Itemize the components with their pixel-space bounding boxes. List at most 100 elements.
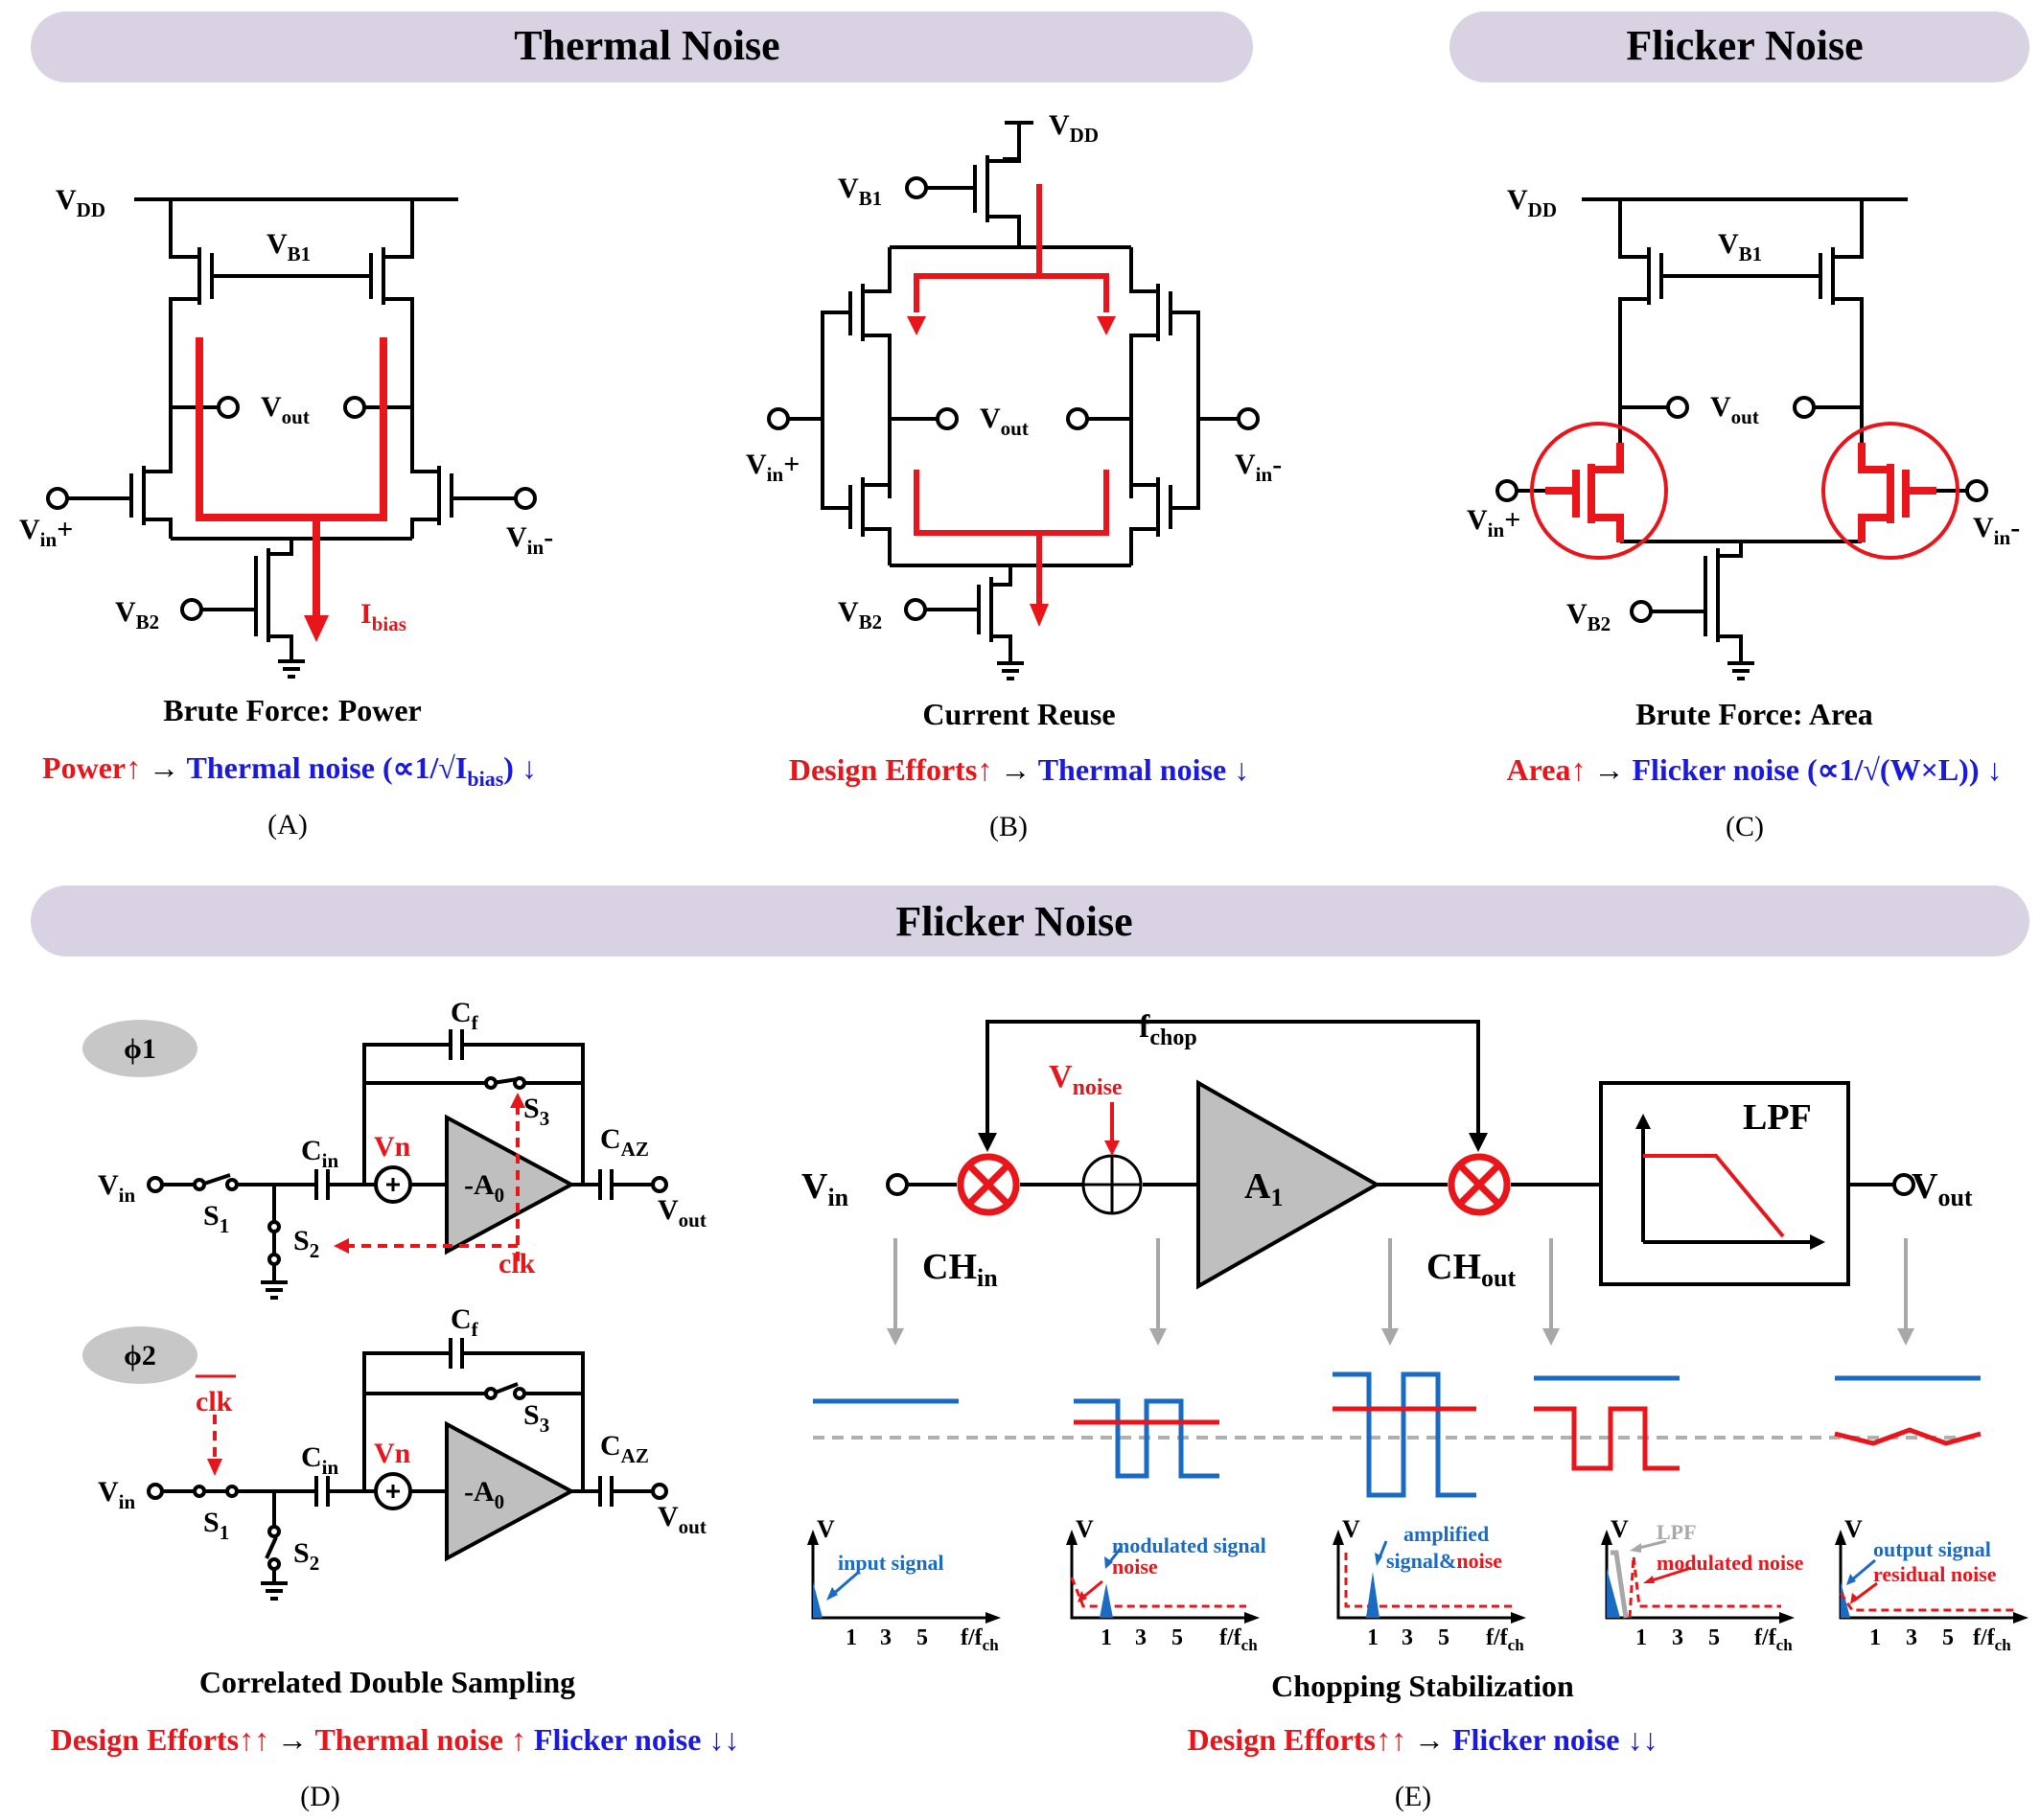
svg-text:VDD: VDD — [1507, 184, 1557, 221]
panel-b-caption: Current Reuse — [922, 697, 1115, 731]
svg-text:Vin+: Vin+ — [1467, 504, 1520, 541]
svg-text:Cin: Cin — [301, 1441, 339, 1479]
panel-e-waveforms — [813, 1371, 1982, 1498]
panel-e-spectra-content — [813, 1550, 2015, 1619]
svg-text:S3: S3 — [523, 1093, 549, 1130]
svg-text:CHin: CHin — [922, 1247, 998, 1292]
svg-text:Vin: Vin — [98, 1476, 136, 1513]
svg-text:1: 1 — [1101, 1625, 1112, 1650]
svg-text:3: 3 — [1135, 1625, 1147, 1650]
svg-text:S3: S3 — [523, 1399, 549, 1437]
svg-text:V: V — [817, 1515, 835, 1543]
panel-e-spectra-labels: V V V V V input signal modulated signal … — [817, 1515, 1997, 1586]
svg-text:f/fch: f/fch — [1219, 1625, 1258, 1654]
panel-e-tradeoff: Design Efforts↑↑ → Flicker noise ↓↓ — [1188, 1722, 1658, 1757]
svg-text:modulated noise: modulated noise — [1657, 1551, 1804, 1575]
svg-text:modulated signal: modulated signal — [1112, 1533, 1266, 1557]
panel-d-caption: Correlated Double Sampling — [199, 1665, 575, 1699]
panel-a-terminals — [46, 396, 537, 621]
svg-text:input signal: input signal — [838, 1551, 944, 1575]
panel-e-fchop-arrow-right — [1469, 1133, 1488, 1152]
panel-a-circuit — [67, 197, 518, 679]
svg-text:Vin-: Vin- — [506, 521, 553, 559]
svg-text:f/fch: f/fch — [1486, 1625, 1524, 1654]
svg-text:5: 5 — [1438, 1625, 1449, 1650]
svg-text:ϕ2: ϕ2 — [124, 1340, 156, 1371]
panel-c-label: (C) — [1726, 811, 1764, 842]
svg-text:clk: clk — [196, 1386, 233, 1417]
banner-flicker-noise-top: Flicker Noise — [1449, 12, 2029, 82]
svg-text:S2: S2 — [293, 1225, 319, 1262]
banner-thermal-noise: Thermal Noise — [31, 12, 1253, 82]
svg-text:CAZ: CAZ — [600, 1123, 649, 1161]
svg-text:Vout: Vout — [261, 391, 310, 428]
panel-d-clk-arrow-left — [334, 1238, 349, 1254]
panel-b-labels: VDD VB1 Vout Vin+ Vin- VB2 — [746, 109, 1282, 634]
panel-c-circuit — [1515, 197, 1967, 680]
svg-text:Vout: Vout — [658, 1501, 707, 1538]
panel-b-terminals — [767, 176, 1260, 621]
svg-text:Vin: Vin — [801, 1166, 849, 1211]
svg-text:Vin-: Vin- — [1235, 449, 1282, 486]
svg-text:-A0: -A0 — [464, 1169, 504, 1207]
panel-b-tradeoff: Design Efforts↑ → Thermal noise ↓ — [789, 752, 1249, 787]
svg-text:f/fch: f/fch — [1973, 1625, 2011, 1654]
panel-e-probe-arrows — [893, 1238, 1908, 1332]
svg-text:clk: clk — [498, 1248, 536, 1279]
panel-e-probe-arrowheads — [887, 1328, 1914, 1346]
svg-text:3: 3 — [1906, 1625, 1917, 1650]
panel-b-current-path — [907, 184, 1116, 627]
svg-text:CHout: CHout — [1426, 1247, 1516, 1292]
panel-c-tradeoff: Area↑ → Flicker noise (∝1/√(W×L)) ↓ — [1507, 752, 2003, 787]
svg-text:VB2: VB2 — [1566, 598, 1611, 635]
svg-text:LPF: LPF — [1743, 1097, 1812, 1138]
svg-text:fchop: fchop — [1139, 1009, 1197, 1050]
svg-text:VB2: VB2 — [115, 596, 159, 634]
svg-text:V: V — [1076, 1515, 1094, 1543]
panel-d-noise-source-phase2 — [386, 1485, 400, 1498]
svg-text:3: 3 — [880, 1625, 892, 1650]
svg-text:1: 1 — [846, 1625, 857, 1650]
svg-text:V: V — [1342, 1515, 1360, 1543]
svg-text:S2: S2 — [293, 1537, 319, 1575]
svg-text:Vout: Vout — [980, 403, 1029, 440]
panel-d-label: (D) — [300, 1781, 340, 1812]
panel-e-amplifier — [1196, 1079, 1381, 1290]
svg-text:1: 1 — [1869, 1625, 1881, 1650]
svg-text:V: V — [1611, 1515, 1629, 1543]
svg-text:VDD: VDD — [56, 184, 105, 221]
svg-text:amplified: amplified — [1403, 1522, 1489, 1546]
svg-text:Cin: Cin — [301, 1135, 339, 1172]
panel-c-highlighted-transistors — [1530, 422, 1959, 560]
panel-e-chopper-in — [957, 1153, 1020, 1216]
panel-d-tradeoff: Design Efforts↑↑ → Thermal noise ↑ Flick… — [51, 1722, 740, 1757]
panel-d-clk-paths — [349, 1102, 520, 1261]
svg-text:Vn: Vn — [374, 1131, 411, 1163]
svg-text:Ibias: Ibias — [360, 598, 406, 635]
svg-text:V: V — [1844, 1515, 1863, 1543]
svg-text:5: 5 — [1171, 1625, 1183, 1650]
panel-d-phase1-badge: ϕ1 — [82, 1020, 197, 1077]
svg-text:VB1: VB1 — [267, 228, 311, 265]
panel-a-labels: VDD VB1 Vout Vin+ Vin- VB2 Ibias — [19, 184, 553, 635]
panel-c-terminals — [1495, 396, 1988, 623]
panel-e-caption: Chopping Stabilization — [1271, 1669, 1574, 1703]
panel-d-clkbar-arrow — [207, 1459, 222, 1476]
svg-text:Vout: Vout — [658, 1194, 707, 1232]
panel-e-fchop-arrow-left — [978, 1133, 997, 1152]
svg-text:VDD: VDD — [1049, 109, 1099, 147]
panel-e-axis-f-labels: f/fch f/fch f/fch f/fch f/fch — [961, 1625, 2011, 1654]
panel-d-labels: Cf S3 Cin Vn -A0 CAZ Vin Vout S1 S2 clk … — [98, 997, 707, 1575]
svg-text:Vout: Vout — [1710, 391, 1759, 428]
panel-c-caption: Brute Force: Area — [1635, 697, 1873, 731]
svg-text:f/fch: f/fch — [1754, 1625, 1793, 1654]
svg-text:1: 1 — [1367, 1625, 1379, 1650]
svg-text:1: 1 — [1635, 1625, 1647, 1650]
panel-d-phase2-badge: ϕ2 — [82, 1326, 197, 1384]
panel-b-label: (B) — [989, 811, 1028, 842]
svg-text:S1: S1 — [203, 1200, 229, 1237]
banner-thermal-title: Thermal Noise — [514, 22, 779, 69]
panel-d-circuit-phase2 — [163, 1338, 652, 1601]
panel-a-current-path — [196, 337, 387, 642]
